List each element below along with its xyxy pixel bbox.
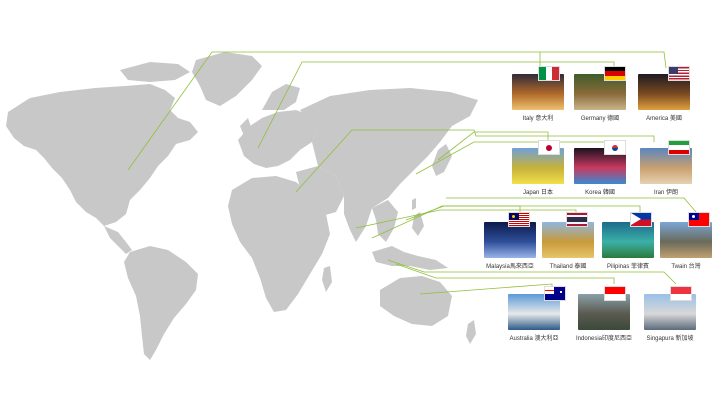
line-italy (127, 51, 541, 171)
caption-pilipinas: Pilipinas 菲律賓 (606, 264, 649, 270)
madagascar (322, 266, 332, 292)
line-twain (446, 197, 697, 213)
asia (300, 88, 478, 208)
south-america (124, 246, 198, 360)
flag-italy-icon (538, 66, 560, 81)
australia (380, 276, 452, 326)
flag-singapura-icon (670, 286, 692, 301)
caption-malaysia: Malaysia馬來西亞 (486, 264, 534, 270)
flag-japan-icon (538, 140, 560, 155)
flag-korea-icon (604, 140, 626, 155)
line-pilipinas (405, 205, 641, 221)
continents (6, 52, 478, 360)
line-iran (295, 129, 655, 193)
indonesia-islands (372, 246, 448, 270)
photo-twain (660, 222, 712, 258)
caption-twain: Twain 台灣 (671, 264, 701, 270)
caption-america: America 美國 (646, 116, 682, 122)
africa (228, 176, 330, 312)
line-indonesia (395, 263, 615, 284)
caption-indonesia: Indonesia印度尼西亞 (575, 336, 633, 342)
caption-germany: Germany 德國 (580, 116, 620, 122)
photo-pilipinas (602, 222, 654, 258)
line-japan (437, 131, 549, 161)
europe (238, 110, 318, 168)
caption-thailand: Thailand 泰國 (549, 264, 587, 270)
flag-malaysia-icon (508, 212, 530, 227)
flag-indonesia-icon (604, 286, 626, 301)
photo-malaysia (484, 222, 536, 258)
line-singapura (387, 259, 677, 285)
north-america (6, 84, 198, 226)
scandinavia (262, 84, 300, 110)
line-america-2 (540, 51, 667, 69)
india (344, 196, 372, 242)
new-zealand (466, 320, 476, 344)
greenland (192, 52, 262, 106)
photo-thailand (542, 222, 594, 258)
central-america (104, 226, 132, 254)
flag-pilipinas-icon (630, 212, 652, 227)
caption-italy: Italy 意大利 (522, 116, 554, 122)
caption-iran: Iran 伊朗 (653, 190, 678, 196)
caption-japan: Japan 日本 (522, 190, 553, 196)
flag-twain-icon (688, 212, 710, 227)
caption-korea: Korea 韓國 (585, 190, 615, 196)
flag-australia-icon (544, 286, 566, 301)
caption-australia: Australia 澳大利亞 (509, 336, 559, 342)
flag-america-icon (668, 66, 690, 81)
taiwan (412, 198, 416, 210)
arctic-islands (120, 62, 190, 82)
british-isles (240, 118, 252, 136)
indochina (372, 200, 398, 242)
caption-singapura: Singapura 新加坡 (646, 336, 694, 342)
line-germany (257, 61, 615, 149)
flag-germany-icon (604, 66, 626, 81)
flag-thailand-icon (566, 212, 588, 227)
flag-iran-icon (668, 140, 690, 155)
